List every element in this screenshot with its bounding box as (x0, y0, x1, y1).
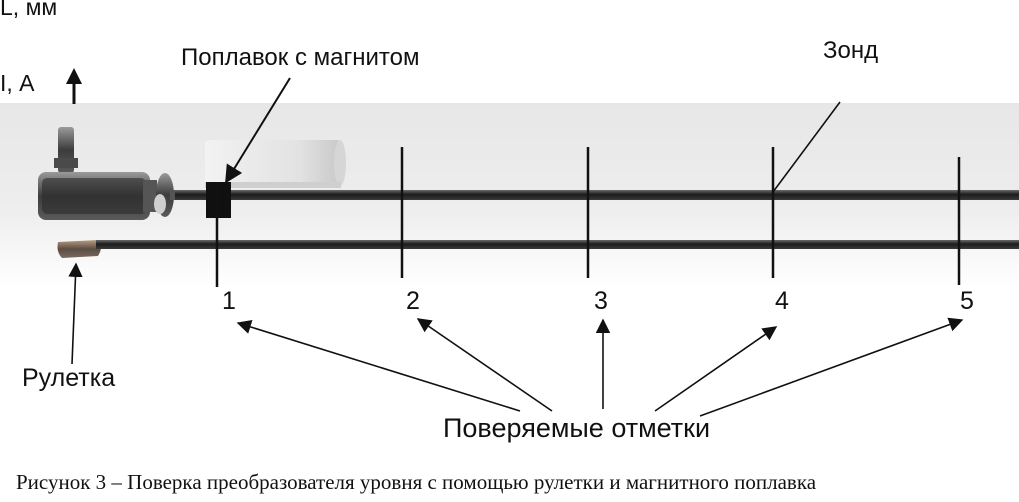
marks-arrow-2 (416, 318, 553, 412)
probe-rod (175, 190, 1019, 200)
axis-up-arrow (66, 68, 82, 104)
marks-label: Поверяемые отметки (443, 413, 711, 443)
marks-arrow-4 (654, 326, 778, 412)
tape-measure (57, 240, 1019, 258)
figure-caption: Рисунок 3 – Поверка преобразователя уров… (16, 470, 817, 494)
probe-head (38, 127, 190, 220)
mark-number-5: 5 (960, 287, 974, 315)
float-label: Поплавок с магнитом (181, 44, 420, 71)
probe-leader (772, 101, 841, 193)
length-axis-label: L, мм (0, 0, 58, 20)
marks-arrow-5 (699, 317, 964, 417)
mark-number-1: 1 (222, 287, 236, 315)
magnet-block (206, 182, 231, 218)
current-axis-label: I, А (0, 70, 35, 96)
marks-arrow-1 (236, 319, 521, 412)
tape-label: Рулетка (22, 364, 116, 392)
mark-number-2: 2 (406, 287, 420, 315)
tape-arrow (68, 262, 83, 365)
float-arrow (225, 77, 291, 184)
mark-number-4: 4 (775, 287, 789, 315)
probe-label: Зонд (823, 37, 879, 64)
mark-number-3: 3 (594, 287, 608, 315)
